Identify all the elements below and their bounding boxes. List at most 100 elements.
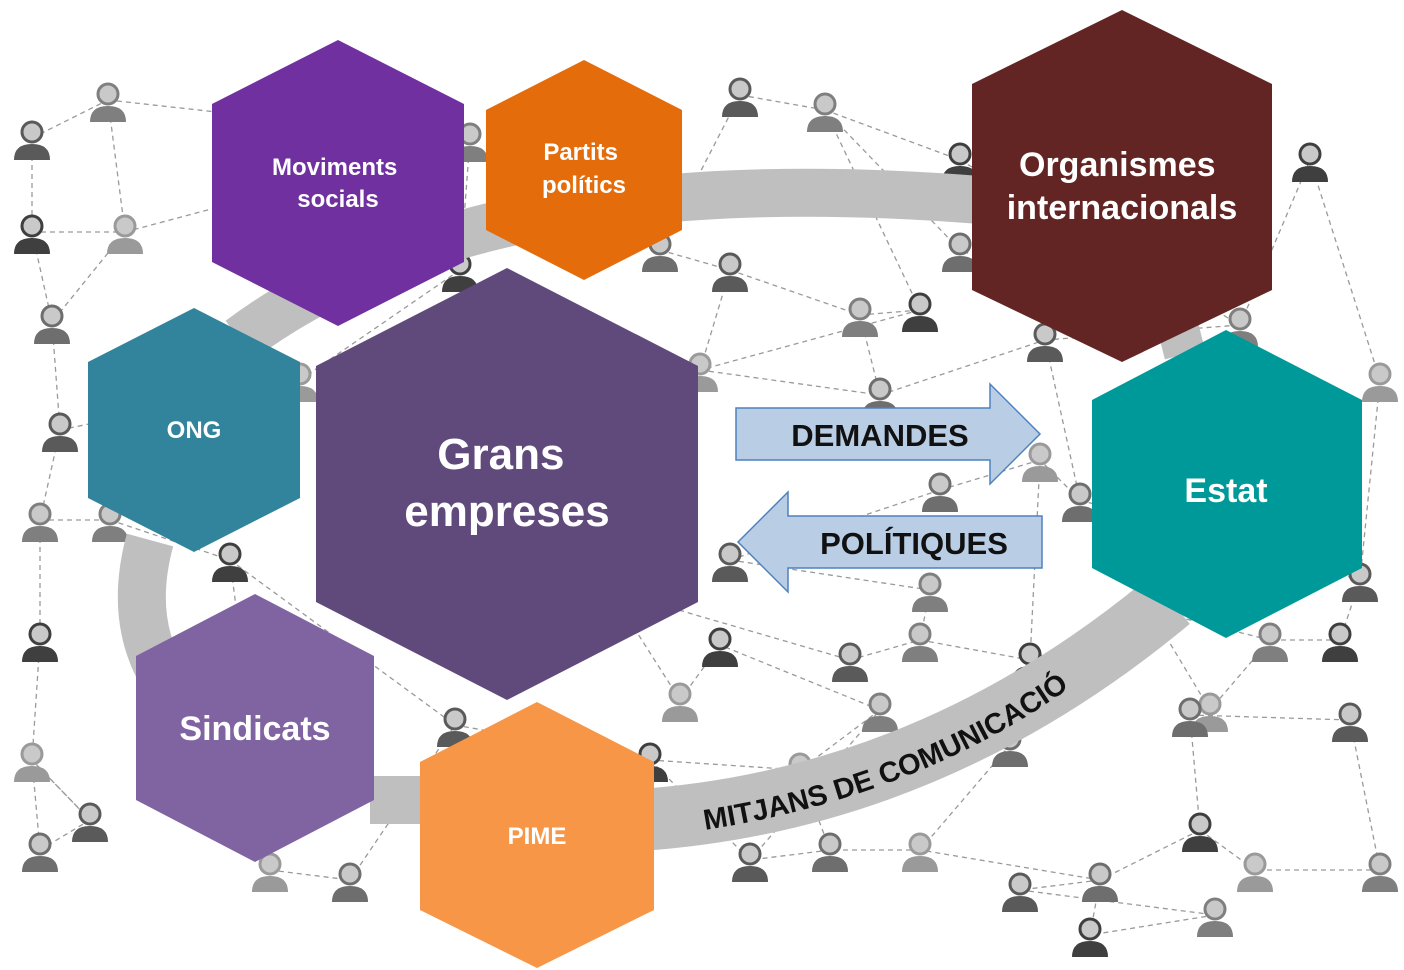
hex-moviments-socials: Moviments socials xyxy=(212,40,464,326)
network-link xyxy=(269,869,351,881)
person-icon xyxy=(812,832,848,872)
person-icon xyxy=(807,92,843,132)
network-link xyxy=(879,339,1046,396)
network-link xyxy=(749,849,831,861)
network-link xyxy=(919,849,1101,881)
hex-ong-label: ONG xyxy=(167,417,222,444)
hex-sindicats: Sindicats xyxy=(136,594,374,862)
person-icon xyxy=(1082,862,1118,902)
person-icon xyxy=(1292,142,1328,182)
network-link xyxy=(729,269,861,316)
hex-pime: PIME xyxy=(420,702,654,968)
person-icon xyxy=(14,214,50,254)
person-icon xyxy=(1072,917,1108,957)
person-icon xyxy=(1252,622,1288,662)
person-icon xyxy=(1362,362,1398,402)
person-icon xyxy=(902,292,938,332)
person-icon xyxy=(1022,442,1058,482)
person-icon xyxy=(332,862,368,902)
person-icon xyxy=(1172,697,1208,737)
hex-estat-label: Estat xyxy=(1184,472,1267,510)
network-link xyxy=(1149,609,1211,711)
politiques-arrow: POLÍTIQUES xyxy=(736,490,1043,594)
person-icon xyxy=(34,304,70,344)
network-link xyxy=(1309,159,1381,381)
network-link xyxy=(699,309,921,371)
svg-text:Moviments socials: Moviments socials xyxy=(272,154,404,213)
svg-text:Estat: Estat xyxy=(1184,472,1267,510)
person-icon xyxy=(72,802,108,842)
svg-text:PIME: PIME xyxy=(508,823,567,850)
person-icon xyxy=(22,832,58,872)
network-link xyxy=(919,639,1031,661)
network-link xyxy=(649,759,801,771)
person-icon xyxy=(1027,322,1063,362)
person-icon xyxy=(1182,812,1218,852)
network-link xyxy=(1349,719,1381,871)
hex-organismes-line-1: Organismes xyxy=(1019,146,1216,184)
svg-text:ONG: ONG xyxy=(167,417,222,444)
network-link xyxy=(659,249,731,271)
network-link xyxy=(729,559,931,591)
demandes-arrow: DEMANDES xyxy=(735,382,1042,486)
person-icon xyxy=(14,742,50,782)
person-icon xyxy=(1062,482,1098,522)
hex-partits-politics: Partits polítics xyxy=(486,60,682,280)
person-icon xyxy=(1237,852,1273,892)
person-icon xyxy=(14,120,50,160)
person-icon xyxy=(252,852,288,892)
network-link xyxy=(1359,379,1381,581)
network-link xyxy=(719,644,881,711)
person-icon xyxy=(902,832,938,872)
hex-partits-line-2: polítics xyxy=(542,172,626,199)
hex-partits-line-1: Partits xyxy=(543,139,618,166)
person-icon xyxy=(712,542,748,582)
demandes-label: DEMANDES xyxy=(791,418,968,453)
person-icon xyxy=(212,542,248,582)
network-link xyxy=(609,589,851,661)
svg-text:Grans empreses: Grans empreses xyxy=(404,430,609,536)
actors: Moviments socials Partits polítics Organ… xyxy=(88,10,1362,968)
network-link xyxy=(1089,914,1216,936)
person-icon xyxy=(662,682,698,722)
person-icon xyxy=(832,642,868,682)
flow-arrows: DEMANDES POLÍTIQUES xyxy=(735,382,1043,594)
ring-arc-bottom-right xyxy=(637,576,1190,851)
person-icon xyxy=(902,622,938,662)
person-icon xyxy=(1002,872,1038,912)
person-icon xyxy=(842,297,878,337)
svg-text:Partits polítics: Partits polítics xyxy=(542,139,626,199)
person-icon xyxy=(22,622,58,662)
person-icon xyxy=(722,77,758,117)
network-link xyxy=(1019,889,1216,916)
svg-text:Organismes internaci: Organismes internacionals xyxy=(1007,146,1238,227)
hex-grans-line-2: empreses xyxy=(404,487,609,536)
hex-ong: ONG xyxy=(88,308,300,552)
network-link xyxy=(1044,339,1081,501)
person-icon xyxy=(1362,852,1398,892)
person-icon xyxy=(1197,897,1233,937)
network-link xyxy=(649,759,751,861)
person-icon xyxy=(22,502,58,542)
person-icon xyxy=(107,214,143,254)
person-icon xyxy=(942,232,978,272)
person-icon xyxy=(862,692,898,732)
person-icon xyxy=(712,252,748,292)
person-icon xyxy=(732,842,768,882)
person-icon xyxy=(702,627,738,667)
hex-estat: Estat xyxy=(1092,330,1362,638)
network-link xyxy=(109,519,231,561)
person-icon xyxy=(912,572,948,612)
network-link xyxy=(824,109,961,161)
network-link xyxy=(1019,879,1101,891)
person-icon xyxy=(922,472,958,512)
network-link xyxy=(1099,829,1201,881)
hex-organismes-internacionals: Organismes internacionals xyxy=(972,10,1272,362)
person-icon xyxy=(1332,702,1368,742)
svg-text:Sindicats: Sindicats xyxy=(179,710,330,748)
hex-sindicats-label: Sindicats xyxy=(179,710,330,748)
network-link xyxy=(699,369,881,396)
hex-pime-label: PIME xyxy=(508,823,567,850)
person-icon xyxy=(1322,622,1358,662)
